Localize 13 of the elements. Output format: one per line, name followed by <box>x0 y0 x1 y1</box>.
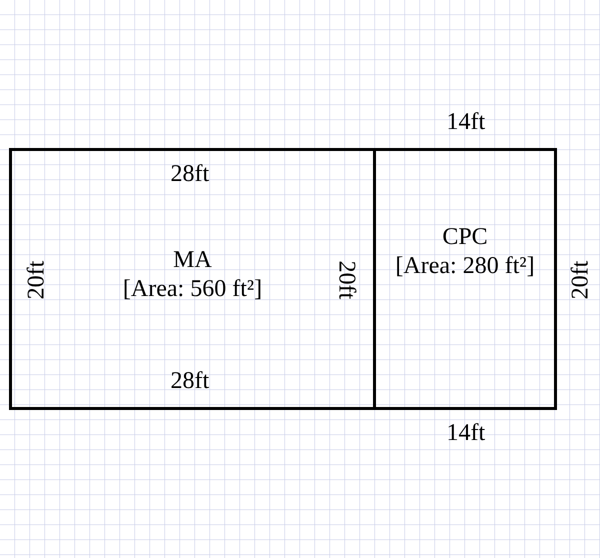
area-text: [Area: 280 ft²] <box>395 252 535 281</box>
room-name: MA <box>173 246 212 275</box>
dimension-label: 28ft <box>170 369 210 393</box>
room-outline <box>9 148 376 410</box>
area-text: [Area: 560 ft²] <box>122 274 262 304</box>
dimension-label: 20ft <box>568 260 592 300</box>
room-outline <box>373 148 557 410</box>
dimension-label: 28ft <box>170 162 210 186</box>
room-name: CPC <box>442 223 488 252</box>
dimension-label: 14ft <box>446 110 486 134</box>
dimension-label: 14ft <box>446 421 486 445</box>
dimension-label: 20ft <box>334 260 358 300</box>
dimension-label: 20ft <box>24 260 48 300</box>
